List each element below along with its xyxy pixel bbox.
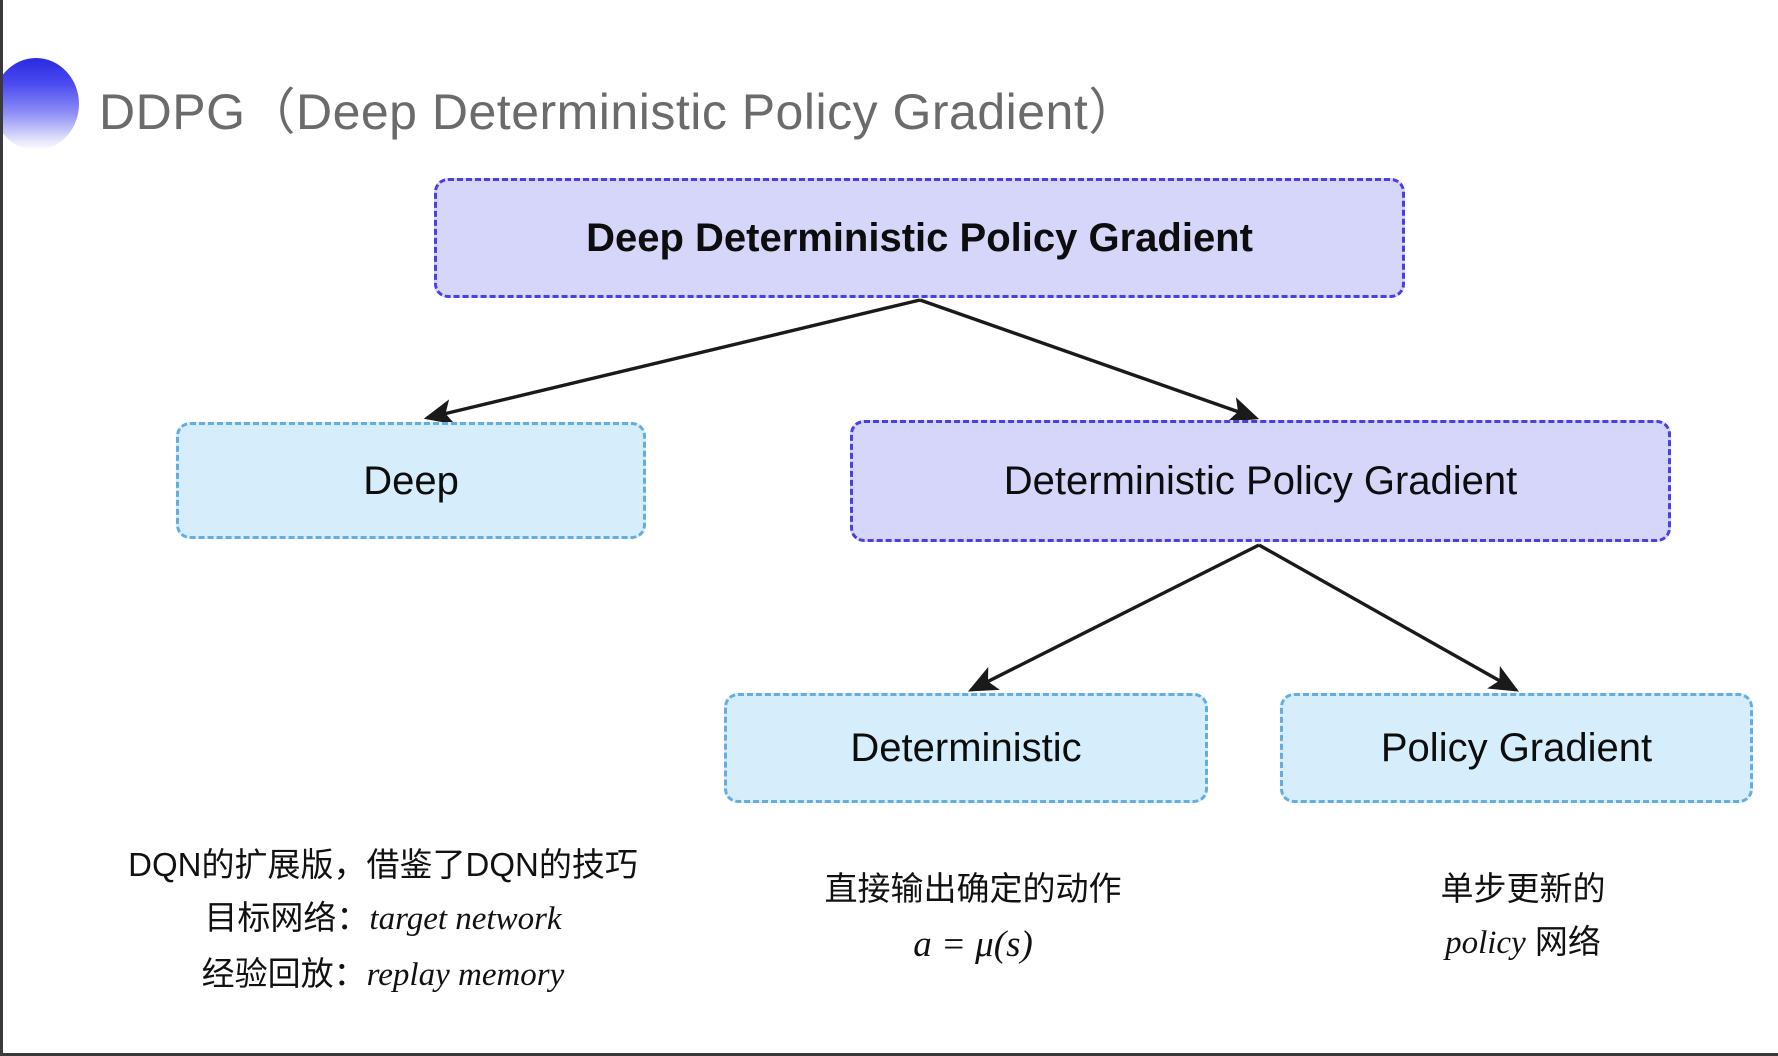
annotation-deterministic: 直接输出确定的动作 a = μ(s) [763, 862, 1183, 975]
annotation-policy-gradient-line1: 单步更新的 [1440, 870, 1606, 907]
annotation-policy-gradient: 单步更新的 policy 网络 [1323, 862, 1723, 971]
node-deep-deterministic-policy-gradient[interactable]: Deep Deterministic Policy Gradient [434, 178, 1405, 298]
annotation-deep: DQN的扩展版，借鉴了DQN的技巧 目标网络：target network 经验… [103, 838, 663, 1002]
annotation-deep-line3-term: replay memory [366, 956, 565, 993]
annotation-policy-gradient-term: policy [1445, 925, 1526, 962]
arrow-dpg-to-deterministic [967, 543, 1260, 692]
annotation-deterministic-line1: 直接输出确定的动作 [824, 870, 1122, 907]
annotation-deep-line2-term: target network [369, 901, 562, 938]
annotation-policy-gradient-suffix: 网络 [1525, 923, 1601, 961]
page-title: DDPG（Deep Deterministic Policy Gradient） [99, 84, 1139, 140]
annotation-deep-line2-label: 目标网络： [204, 899, 370, 937]
annotation-deterministic-formula: a = μ(s) [913, 924, 1033, 966]
node-policy-gradient[interactable]: Policy Gradient [1280, 693, 1753, 803]
arrow-dpg-to-policy-gradient [1258, 543, 1519, 692]
node-deterministic-policy-gradient[interactable]: Deterministic Policy Gradient [850, 420, 1671, 542]
node-deep[interactable]: Deep [176, 422, 646, 539]
annotation-deep-line3: 经验回放：replay memory [103, 947, 663, 1002]
annotation-policy-gradient-line2: policy 网络 [1323, 915, 1723, 970]
arrow-root-to-deep [423, 298, 921, 425]
annotation-deep-line2: 目标网络：target network [103, 891, 663, 946]
annotation-deep-line1: DQN的扩展版，借鉴了DQN的技巧 [128, 846, 638, 883]
title-bullet-circle-icon [3, 58, 79, 150]
arrow-root-to-dpg [919, 298, 1260, 422]
node-deterministic[interactable]: Deterministic [724, 693, 1208, 803]
annotation-deep-line3-label: 经验回放： [201, 954, 367, 992]
